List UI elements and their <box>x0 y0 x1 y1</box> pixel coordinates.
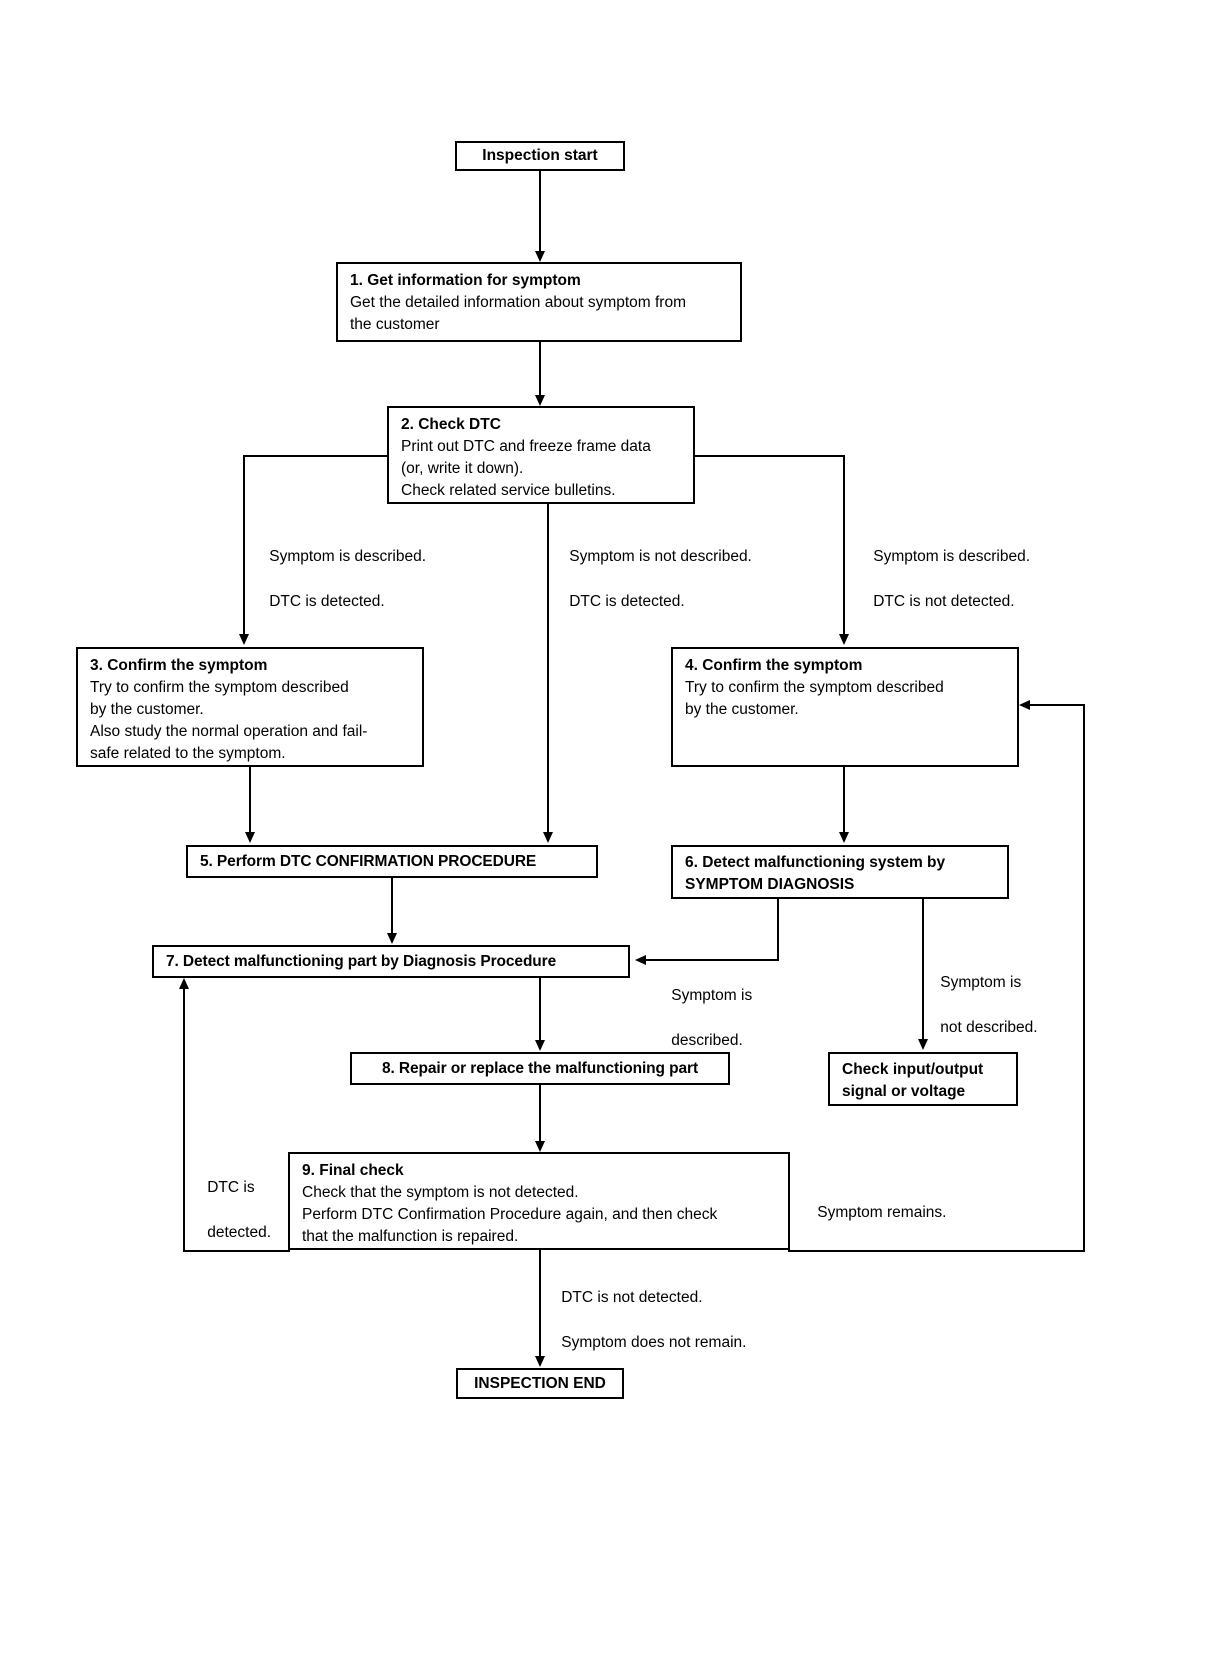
edge-label-branch-right: Symptom is described. DTC is not detecte… <box>856 524 1030 636</box>
arrowhead-branch-left-to-step3 <box>239 634 249 645</box>
node-step-4-title: 4. Confirm the symptom <box>685 657 863 674</box>
node-step-3-line-1: Try to confirm the symptom described <box>90 679 349 696</box>
connector-step9-symptom-remains-entry <box>1030 704 1085 706</box>
edge-label-symptom-described: Symptom is described. <box>654 963 752 1075</box>
arrowhead-step4-to-step6 <box>839 832 849 843</box>
edge-label-final-ok: DTC is not detected. Symptom does not re… <box>544 1265 746 1377</box>
connector-step9-dtc-detected-horizontal <box>183 1250 290 1252</box>
connector-step6-notdescribed-vertical <box>922 899 924 1041</box>
node-step-8-title: 8. Repair or replace the malfunctioning … <box>382 1059 698 1077</box>
edge-label-branch-mid: Symptom is not described. DTC is detecte… <box>552 524 752 636</box>
edge-label-branch-left: Symptom is described. DTC is detected. <box>252 524 426 636</box>
node-step-9-title: 9. Final check <box>302 1162 404 1179</box>
node-step-3-line-3: Also study the normal operation and fail… <box>90 723 368 740</box>
node-step-3-line-2: by the customer. <box>90 701 204 718</box>
node-step-1-line-1: Get the detailed information about sympt… <box>350 294 686 311</box>
node-step-3-line-4: safe related to the symptom. <box>90 745 286 762</box>
node-step-6-title: 6. Detect malfunctioning system by <box>685 854 946 871</box>
connector-step9-symptom-remains-horizontal <box>788 1250 1085 1252</box>
connector-step9-to-end <box>539 1250 541 1358</box>
node-step-6-line-1: SYMPTOM DIAGNOSIS <box>685 876 855 893</box>
edge-label-dtc-detected-line-2: detected. <box>207 1224 272 1242</box>
connector-step7-to-step8 <box>539 978 541 1041</box>
edge-label-branch-right-line-2: DTC is not detected. <box>873 593 1015 611</box>
node-inspection-end[interactable]: INSPECTION END <box>456 1368 624 1399</box>
edge-label-branch-left-line-2: DTC is detected. <box>269 593 385 611</box>
node-step-2-title: 2. Check DTC <box>401 416 501 433</box>
edge-label-branch-mid-line-1: Symptom is not described. <box>569 548 752 566</box>
node-inspection-start-label: Inspection start <box>482 147 598 164</box>
node-step-3-title: 3. Confirm the symptom <box>90 657 268 674</box>
node-step-4-line-1: Try to confirm the symptom described <box>685 679 944 696</box>
node-step-1-title: 1. Get information for symptom <box>350 272 581 289</box>
node-step-6[interactable]: 6. Detect malfunctioning system by SYMPT… <box>671 845 1009 899</box>
connector-branch-mid-vertical <box>547 504 549 834</box>
arrowhead-start-to-step1 <box>535 251 545 262</box>
connector-step3-to-step5 <box>249 767 251 835</box>
node-step-9-line-2: Perform DTC Confirmation Procedure again… <box>302 1206 718 1223</box>
connector-step9-dtc-detected-vertical <box>183 989 185 1252</box>
connector-branch-left-vertical <box>243 455 245 636</box>
arrowhead-step6-to-check-io <box>918 1039 928 1050</box>
arrowhead-step9-to-end <box>535 1356 545 1367</box>
arrowhead-step8-to-step9 <box>535 1141 545 1152</box>
edge-label-symptom-not-described-line-2: not described. <box>940 1019 1038 1037</box>
edge-label-branch-mid-line-2: DTC is detected. <box>569 593 685 611</box>
edge-label-dtc-detected: DTC is detected. <box>190 1155 271 1267</box>
connector-step1-to-step2 <box>539 342 541 397</box>
edge-label-symptom-not-described: Symptom is not described. <box>923 950 1038 1062</box>
node-step-4[interactable]: 4. Confirm the symptom Try to confirm th… <box>671 647 1019 767</box>
node-step-5[interactable]: 5. Perform DTC CONFIRMATION PROCEDURE <box>186 845 598 878</box>
connector-branch-right-vertical <box>843 455 845 636</box>
node-step-5-title: 5. Perform DTC CONFIRMATION PROCEDURE <box>200 852 537 870</box>
arrowhead-branch-mid-to-step5 <box>543 832 553 843</box>
node-step-1-line-2: the customer <box>350 316 440 333</box>
node-step-2[interactable]: 2. Check DTC Print out DTC and freeze fr… <box>387 406 695 504</box>
arrowhead-step9-dtc-detected-to-step7 <box>179 978 189 989</box>
arrowhead-step5-to-step7 <box>387 933 397 944</box>
edge-label-final-ok-line-2: Symptom does not remain. <box>561 1334 747 1352</box>
node-check-io-line-1: signal or voltage <box>842 1083 966 1100</box>
connector-step9-symptom-remains-vertical <box>1083 704 1085 1252</box>
edge-label-symptom-remains-text: Symptom remains. <box>817 1204 947 1222</box>
node-step-2-line-1: Print out DTC and freeze frame data <box>401 438 651 455</box>
node-step-1[interactable]: 1. Get information for symptom Get the d… <box>336 262 742 342</box>
node-step-4-line-2: by the customer. <box>685 701 799 718</box>
node-step-8[interactable]: 8. Repair or replace the malfunctioning … <box>350 1052 730 1085</box>
edge-label-dtc-detected-line-1: DTC is <box>207 1179 255 1197</box>
connector-step2-bus-left <box>243 455 389 457</box>
connector-step4-to-step6 <box>843 767 845 835</box>
edge-label-final-ok-line-1: DTC is not detected. <box>561 1289 703 1307</box>
edge-label-symptom-described-line-1: Symptom is <box>671 987 753 1005</box>
connector-step6-described-horizontal <box>646 959 779 961</box>
node-step-9-line-1: Check that the symptom is not detected. <box>302 1184 579 1201</box>
node-step-9[interactable]: 9. Final check Check that the symptom is… <box>288 1152 790 1250</box>
node-check-io[interactable]: Check input/output signal or voltage <box>828 1052 1018 1106</box>
connector-step6-described-vertical <box>777 899 779 961</box>
connector-step2-bus-right <box>693 455 845 457</box>
node-inspection-end-label: INSPECTION END <box>474 1374 606 1392</box>
node-check-io-title: Check input/output <box>842 1061 984 1078</box>
connector-step8-to-step9 <box>539 1085 541 1143</box>
connector-start-to-step1 <box>539 171 541 253</box>
arrowhead-step7-to-step8 <box>535 1040 545 1051</box>
arrowhead-step6-described-to-step7 <box>635 955 646 965</box>
node-step-9-line-3: that the malfunction is repaired. <box>302 1228 519 1245</box>
edge-label-symptom-not-described-line-1: Symptom is <box>940 974 1022 992</box>
node-step-2-line-3: Check related service bulletins. <box>401 482 616 499</box>
node-step-2-line-2: (or, write it down). <box>401 460 524 477</box>
node-inspection-start[interactable]: Inspection start <box>455 141 625 171</box>
edge-label-branch-left-line-1: Symptom is described. <box>269 548 427 566</box>
edge-label-symptom-described-line-2: described. <box>671 1032 743 1050</box>
arrowhead-step9-symptom-remains-to-step4 <box>1019 700 1030 710</box>
arrowhead-step1-to-step2 <box>535 395 545 406</box>
node-step-7[interactable]: 7. Detect malfunctioning part by Diagnos… <box>152 945 630 978</box>
arrowhead-step3-to-step5 <box>245 832 255 843</box>
connector-step5-to-step7 <box>391 878 393 936</box>
edge-label-branch-right-line-1: Symptom is described. <box>873 548 1031 566</box>
node-step-3[interactable]: 3. Confirm the symptom Try to confirm th… <box>76 647 424 767</box>
arrowhead-branch-right-to-step4 <box>839 634 849 645</box>
node-step-7-title: 7. Detect malfunctioning part by Diagnos… <box>166 952 557 970</box>
edge-label-symptom-remains: Symptom remains. <box>800 1180 946 1247</box>
